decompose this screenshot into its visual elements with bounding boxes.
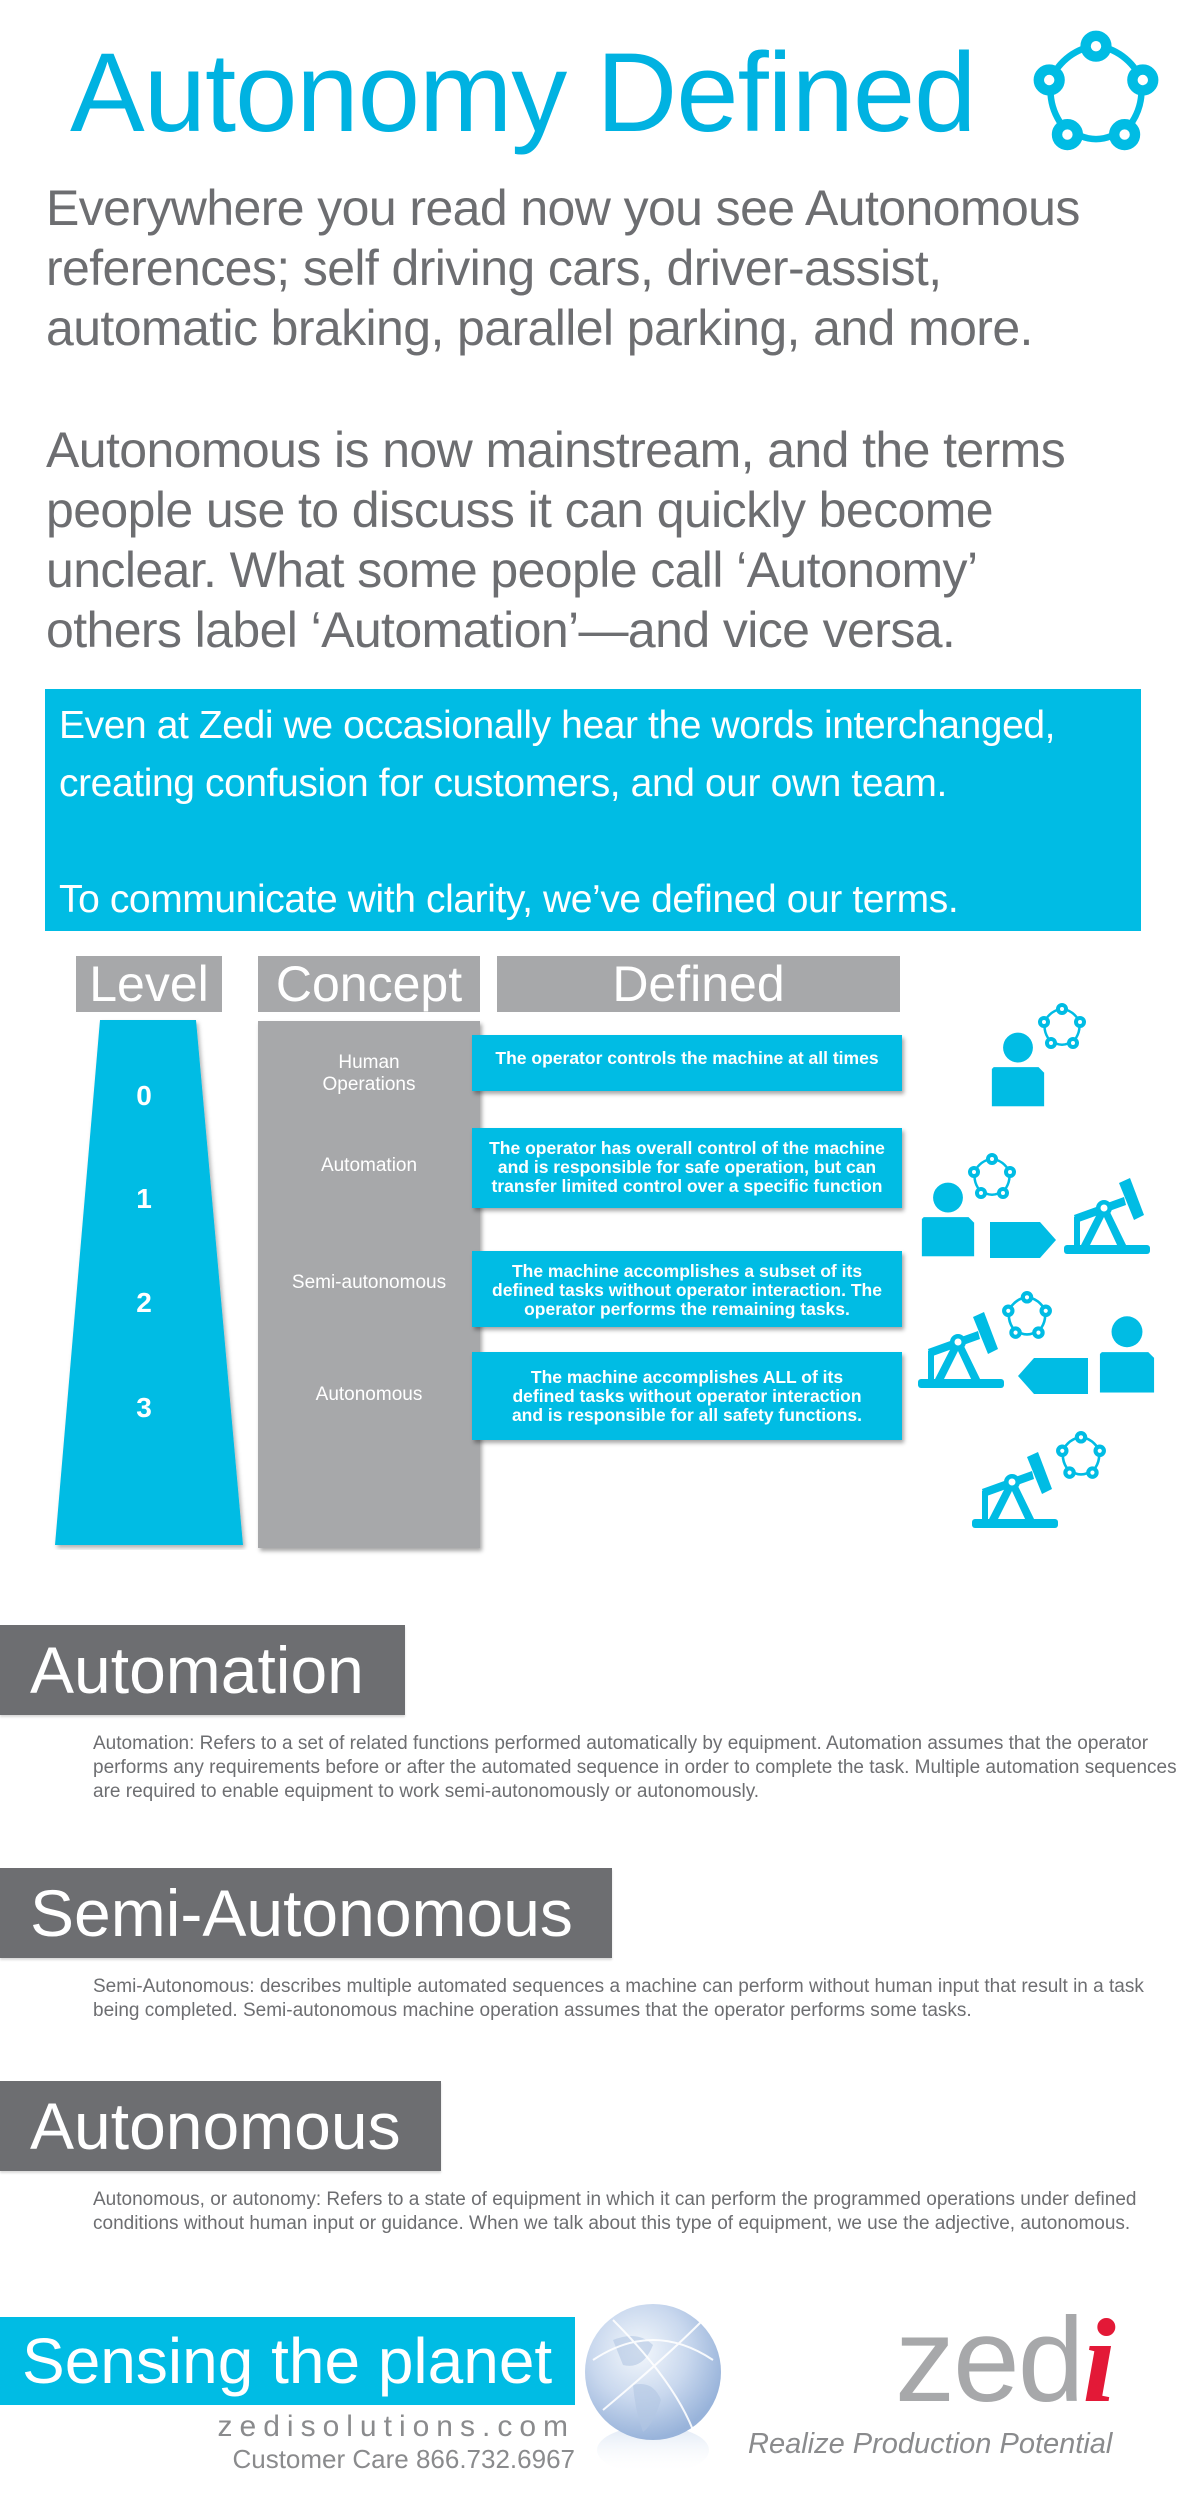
concept-label-human-operations: Human Operations bbox=[258, 1052, 480, 1096]
callout-line: creating confusion for customers, and ou… bbox=[59, 762, 947, 805]
section-heading-automation: Automation bbox=[0, 1625, 405, 1715]
concept-line: Operations bbox=[322, 1074, 416, 1095]
zedi-logo: zedi bbox=[895, 2300, 1116, 2421]
arrow-right-icon bbox=[990, 1222, 1056, 1258]
network-pentagon-icon bbox=[966, 1152, 1018, 1202]
arrow-left-icon bbox=[1018, 1358, 1088, 1394]
definition-box-level-0: The operator controls the machine at all… bbox=[472, 1035, 902, 1091]
section-text-semi-autonomous: Semi-Autonomous: describes multiple auto… bbox=[93, 1976, 1144, 2021]
pumpjack-icon bbox=[972, 1446, 1062, 1532]
intro-line: people use to discuss it can quickly bec… bbox=[46, 482, 994, 538]
concept-label-semi-autonomous: Semi-autonomous bbox=[291, 1272, 447, 1293]
brand-tagline: Realize Production Potential bbox=[748, 2428, 1113, 2460]
callout-line: Even at Zedi we occasionally hear the wo… bbox=[59, 704, 1056, 747]
section-text-automation: Automation: Refers to a set of related f… bbox=[93, 1733, 1177, 1802]
definition-box-level-1: The operator has overall control of the … bbox=[472, 1128, 902, 1208]
intro-line: references; self driving cars, driver-as… bbox=[46, 240, 942, 296]
network-pentagon-icon bbox=[1030, 28, 1162, 158]
level-trapezoid bbox=[55, 1020, 243, 1545]
network-pentagon-icon bbox=[1054, 1430, 1108, 1482]
globe-icon bbox=[585, 2304, 721, 2474]
level-number: 2 bbox=[136, 1287, 152, 1318]
section-text-autonomous: Autonomous, or autonomy: Refers to a sta… bbox=[93, 2189, 1137, 2234]
callout-closing: To communicate with clarity, we’ve defin… bbox=[59, 878, 959, 921]
intro-paragraph-1: Everywhere you read now you see Autonomo… bbox=[46, 178, 1176, 358]
intro-line: others label ‘Automation’—and vice versa… bbox=[46, 602, 956, 658]
concept-label-automation: Automation bbox=[320, 1155, 418, 1176]
concept-column bbox=[258, 1021, 480, 1548]
pumpjack-icon bbox=[918, 1306, 1008, 1392]
intro-line: Everywhere you read now you see Autonomo… bbox=[46, 180, 1080, 236]
column-header-concept: Concept bbox=[258, 956, 480, 1012]
level-number: 0 bbox=[136, 1080, 152, 1111]
network-pentagon-icon bbox=[1000, 1290, 1054, 1342]
concept-line: Human bbox=[338, 1052, 400, 1073]
logo-accent: i bbox=[1082, 2294, 1115, 2427]
person-icon bbox=[1098, 1312, 1156, 1396]
intro-line: Autonomous is now mainstream, and the te… bbox=[46, 422, 1066, 478]
pumpjack-icon bbox=[1064, 1172, 1154, 1258]
callout-box: Even at Zedi we occasionally hear the wo… bbox=[45, 689, 1141, 931]
definition-box-level-3: The machine accomplishes ALL of its defi… bbox=[472, 1352, 902, 1440]
logo-text: zed bbox=[895, 2293, 1084, 2427]
section-heading-autonomous: Autonomous bbox=[0, 2081, 441, 2171]
intro-paragraph-2: Autonomous is now mainstream, and the te… bbox=[46, 420, 1176, 660]
intro-line: automatic braking, parallel parking, and… bbox=[46, 300, 1033, 356]
page-title: Autonomy Defined bbox=[70, 30, 976, 155]
concept-label-autonomous: Autonomous bbox=[315, 1384, 423, 1405]
level-number: 1 bbox=[136, 1183, 152, 1214]
column-header-level: Level bbox=[76, 956, 222, 1012]
customer-care-phone: Customer Care 866.732.6967 bbox=[232, 2444, 575, 2474]
website-link[interactable]: zedisolutions.com bbox=[217, 2410, 575, 2443]
intro-line: unclear. What some people call ‘Autonomy… bbox=[46, 542, 978, 598]
definition-box-level-2: The machine accomplishes a subset of its… bbox=[472, 1251, 902, 1327]
level-number: 3 bbox=[136, 1392, 152, 1423]
column-header-defined: Defined bbox=[497, 956, 900, 1012]
slogan-banner: Sensing the planet bbox=[0, 2317, 575, 2405]
network-pentagon-icon bbox=[1036, 1002, 1088, 1052]
section-heading-semi-autonomous: Semi-Autonomous bbox=[0, 1868, 612, 1958]
